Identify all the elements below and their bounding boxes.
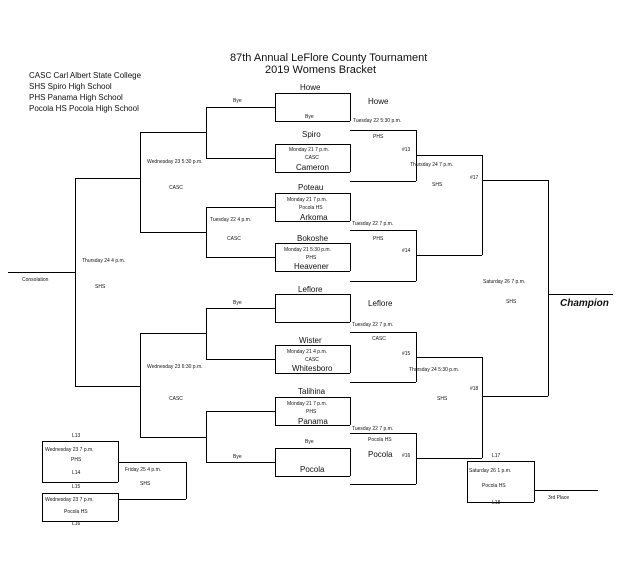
page-title: 87th Annual LeFlore County Tournament — [230, 52, 428, 64]
game-info: Friday 25 4 p.m. — [125, 467, 162, 473]
game-site: Pocola HS — [64, 509, 88, 515]
team-name: Pocola — [300, 465, 325, 474]
game-site: SHS — [432, 182, 443, 188]
team-name: Wister — [299, 336, 322, 345]
loser-label: L17 — [492, 453, 501, 459]
third-place-label: 3rd Place — [548, 495, 570, 501]
loser-label: L13 — [72, 433, 81, 439]
game-info: Wednesday 23 7 p.m. — [45, 497, 94, 503]
team-name: Leflore — [298, 285, 323, 294]
game-number: #14 — [402, 248, 411, 254]
game-info: Tuesday 22 7 p.m. — [352, 426, 394, 432]
page-subtitle: 2019 Womens Bracket — [265, 64, 377, 76]
legend-item: PHS Panama High School — [29, 93, 123, 102]
team-name: Bye — [305, 439, 314, 445]
game-info: Thursday 24 4 p.m. — [82, 258, 126, 264]
team-name: Arkoma — [300, 213, 328, 222]
game-info: Thursday 24 7 p.m. — [410, 162, 454, 168]
game-info: Wednesday 23 7 p.m. — [45, 447, 94, 453]
loser-label: L16 — [72, 521, 81, 527]
game-site: CASC — [227, 236, 241, 242]
game-site: CASC — [372, 336, 386, 342]
game-site: PHS — [71, 457, 82, 463]
game-site: CASC — [305, 357, 319, 363]
team-name: Panama — [298, 417, 328, 426]
game-info: Monday 21 7 p.m. — [287, 197, 328, 203]
game-info: Monday 21 7 p.m. — [287, 401, 328, 407]
game-site: SHS — [140, 481, 151, 487]
loser-label: L18 — [492, 500, 501, 506]
team-name: Heavener — [294, 262, 329, 271]
team-name: Whitesboro — [292, 364, 333, 373]
game-info: Tuesday 22 5:30 p.m. — [353, 118, 402, 124]
game-number: #18 — [470, 386, 479, 392]
loser-label: L14 — [72, 470, 81, 476]
game-site: SHS — [506, 299, 517, 305]
team-name: Spiro — [302, 130, 321, 139]
game-info: Monday 21 5:30 p.m. — [284, 247, 331, 253]
bye-label: Bye — [233, 454, 242, 460]
game-site: SHS — [437, 396, 448, 402]
game-site: CASC — [169, 396, 183, 402]
champion-label: Champion — [560, 298, 609, 309]
legend-item: SHS Spiro High School — [29, 82, 112, 91]
game-number: #16 — [402, 453, 411, 459]
game-site: SHS — [95, 284, 106, 290]
bye-label: Bye — [233, 98, 242, 104]
team-name: Poteau — [298, 183, 324, 192]
game-number: #13 — [402, 147, 411, 153]
consolation-label: Consolation — [22, 277, 49, 283]
game-info: Tuesday 22 4 p.m. — [210, 217, 252, 223]
game-info: Thursday 24 5:30 p.m. — [409, 367, 460, 373]
game-number: #17 — [470, 175, 479, 181]
game-info: Wednesday 23 6:30 p.m. — [147, 364, 203, 370]
game-site: Pocola HS — [299, 205, 323, 211]
team-name: Bye — [305, 114, 314, 120]
team-name: Pocola — [368, 450, 393, 459]
team-name: Howe — [368, 97, 389, 106]
team-name: Leflore — [368, 299, 393, 308]
game-site: PHS — [306, 409, 317, 415]
team-name: Howe — [300, 83, 321, 92]
game-info: Tuesday 22 7 p.m. — [352, 221, 394, 227]
game-info: Monday 21 4 p.m. — [287, 349, 328, 355]
game-site: CASC — [169, 185, 183, 191]
game-site: PHS — [306, 255, 317, 261]
bye-label: Bye — [233, 300, 242, 306]
game-info: Saturday 26 7 p.m. — [483, 279, 526, 285]
game-number: #15 — [402, 351, 411, 357]
game-info: Monday 21 7 p.m. — [289, 147, 330, 153]
legend-item: Pocola HS Pocola High School — [29, 104, 139, 113]
game-site: Pocola HS — [368, 437, 392, 443]
legend-item: CASC Carl Albert State College — [29, 71, 142, 80]
game-info: Tuesday 22 7 p.m. — [352, 322, 394, 328]
game-info: Wednesday 23 5:30 p.m. — [147, 159, 203, 165]
game-info: Saturday 26 1 p.m. — [469, 468, 512, 474]
loser-label: L15 — [72, 484, 81, 490]
team-name: Bokoshe — [297, 234, 329, 243]
game-site: Pocola HS — [482, 483, 506, 489]
team-name: Cameron — [296, 163, 329, 172]
game-site: CASC — [305, 155, 319, 161]
game-site: PHS — [373, 134, 384, 140]
team-name: Talihina — [298, 387, 326, 396]
game-site: PHS — [373, 236, 384, 242]
